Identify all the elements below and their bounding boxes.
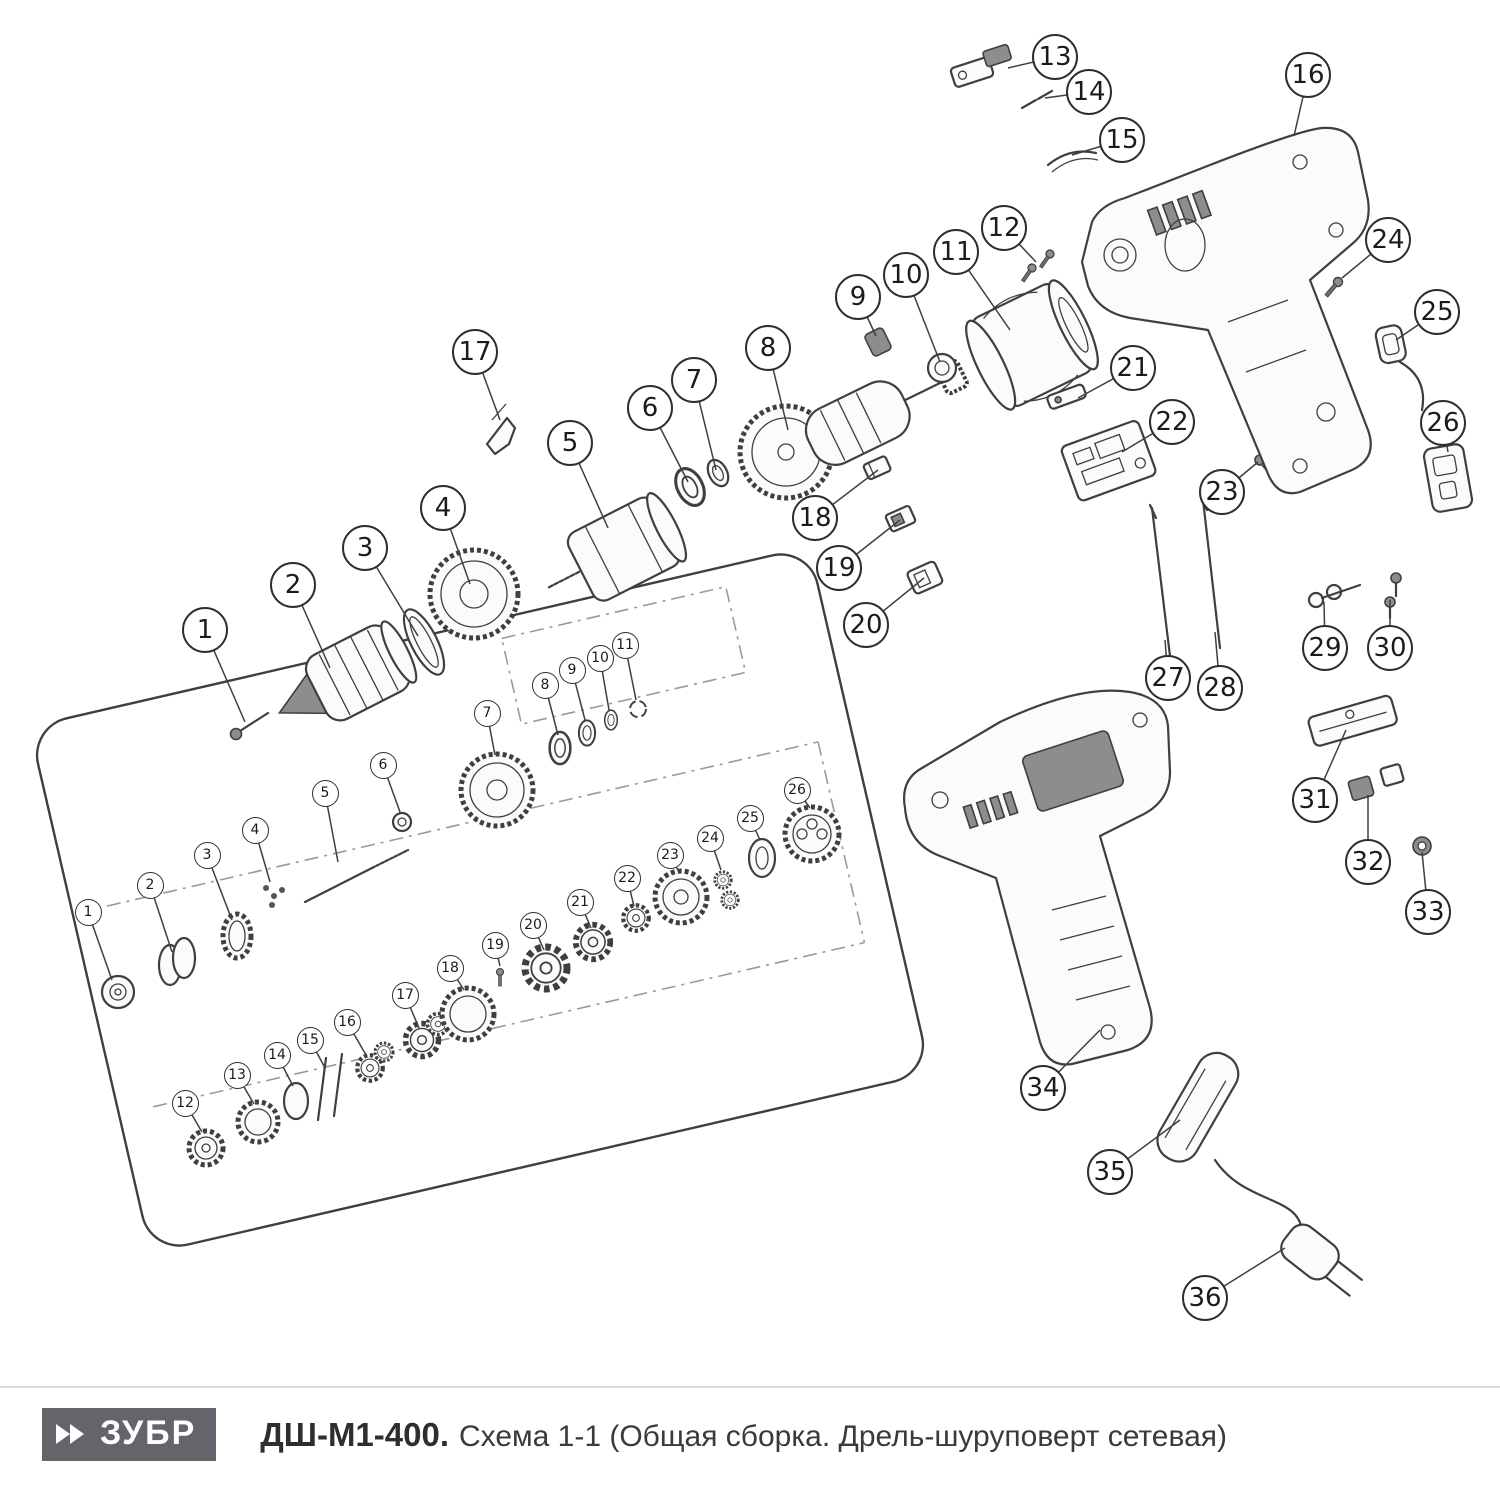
inset-callout-13: 13 bbox=[223, 1061, 251, 1089]
inset-callout-21: 21 bbox=[566, 888, 594, 916]
inset-callout-19: 19 bbox=[481, 931, 509, 959]
callout-1: 1 bbox=[182, 607, 228, 653]
diagram-subtitle: Схема 1-1 (Общая сборка. Дрель-шуруповер… bbox=[459, 1419, 1228, 1453]
inset-callout-23: 23 bbox=[656, 841, 684, 869]
inset-callout-1: 1 bbox=[74, 898, 102, 926]
diagram-model: ДШ-М1-400. bbox=[260, 1415, 449, 1453]
inset-callout-2: 2 bbox=[136, 871, 164, 899]
inset-callout-17: 17 bbox=[391, 981, 419, 1009]
inset-callout-8: 8 bbox=[531, 671, 559, 699]
callout-34: 34 bbox=[1020, 1065, 1066, 1111]
callout-31: 31 bbox=[1292, 777, 1338, 823]
callout-24: 24 bbox=[1365, 217, 1411, 263]
inset-balls bbox=[263, 885, 285, 908]
callout-32: 32 bbox=[1345, 839, 1391, 885]
trigger-switch bbox=[1422, 443, 1474, 513]
callout-7: 7 bbox=[671, 357, 717, 403]
inset-callout-16: 16 bbox=[333, 1008, 361, 1036]
callout-33: 33 bbox=[1405, 889, 1451, 935]
inset-callout-9: 9 bbox=[558, 656, 586, 684]
inset-box bbox=[35, 553, 925, 1247]
chuck bbox=[277, 620, 418, 722]
chuck-screw bbox=[229, 711, 270, 741]
callout-11: 11 bbox=[933, 229, 979, 275]
callout-36: 36 bbox=[1182, 1275, 1228, 1321]
callout-23: 23 bbox=[1199, 469, 1245, 515]
callout-16: 16 bbox=[1285, 52, 1331, 98]
inset-callout-3: 3 bbox=[193, 841, 221, 869]
power-plug bbox=[1280, 1223, 1363, 1297]
inset-gearbox-housing bbox=[458, 751, 536, 829]
callout-30: 30 bbox=[1367, 625, 1413, 671]
diagram-title: ДШ-М1-400. Схема 1-1 (Общая сборка. Дрель… bbox=[260, 1416, 1227, 1454]
inset-callout-26: 26 bbox=[783, 776, 811, 804]
inset-callout-6: 6 bbox=[369, 751, 397, 779]
inset-callout-14: 14 bbox=[263, 1041, 291, 1069]
callout-8: 8 bbox=[745, 325, 791, 371]
callout-22: 22 bbox=[1149, 399, 1195, 445]
callout-21: 21 bbox=[1110, 345, 1156, 391]
brand-name: ЗУБР bbox=[100, 1414, 197, 1452]
brush-holder-cap bbox=[949, 43, 1012, 88]
callout-15: 15 bbox=[1099, 117, 1145, 163]
inset-callout-15: 15 bbox=[296, 1026, 324, 1054]
callout-20: 20 bbox=[843, 602, 889, 648]
callout-5: 5 bbox=[547, 420, 593, 466]
inset-callout-5: 5 bbox=[311, 779, 339, 807]
callout-25: 25 bbox=[1414, 289, 1460, 335]
armature bbox=[737, 359, 969, 501]
callout-2: 2 bbox=[270, 562, 316, 608]
inset-bearing bbox=[100, 974, 136, 1010]
callout-12: 12 bbox=[981, 205, 1027, 251]
callout-3: 3 bbox=[342, 525, 388, 571]
callout-18: 18 bbox=[792, 495, 838, 541]
inset-callout-11: 11 bbox=[611, 631, 639, 659]
inset-callout-12: 12 bbox=[171, 1089, 199, 1117]
callout-10: 10 bbox=[883, 252, 929, 298]
inset-clutch-plate bbox=[782, 804, 842, 864]
inset-callout-20: 20 bbox=[519, 911, 547, 939]
housing-right-shell bbox=[1080, 126, 1372, 495]
zubr-arrow-icon bbox=[56, 1421, 90, 1447]
power-cord bbox=[1213, 1158, 1304, 1234]
callout-17: 17 bbox=[452, 329, 498, 375]
inset-callout-10: 10 bbox=[586, 644, 614, 672]
callout-14: 14 bbox=[1066, 69, 1112, 115]
callout-28: 28 bbox=[1197, 665, 1243, 711]
housing-left-shell bbox=[903, 689, 1172, 1066]
callout-26: 26 bbox=[1420, 400, 1466, 446]
callout-27: 27 bbox=[1145, 655, 1191, 701]
callout-19: 19 bbox=[816, 545, 862, 591]
inset-callout-24: 24 bbox=[696, 824, 724, 852]
callout-4: 4 bbox=[420, 485, 466, 531]
inset-callout-22: 22 bbox=[613, 864, 641, 892]
callout-9: 9 bbox=[835, 274, 881, 320]
inset-callout-7: 7 bbox=[473, 699, 501, 727]
footer: ЗУБР ДШ-М1-400. Схема 1-1 (Общая сборка. … bbox=[0, 1386, 1500, 1461]
zubr-logo: ЗУБР bbox=[42, 1408, 217, 1461]
linkage bbox=[1307, 572, 1402, 620]
inset-callout-18: 18 bbox=[436, 954, 464, 982]
callout-35: 35 bbox=[1087, 1149, 1133, 1195]
inset-callout-25: 25 bbox=[736, 804, 764, 832]
callout-6: 6 bbox=[627, 385, 673, 431]
inset-callout-4: 4 bbox=[241, 816, 269, 844]
callout-13: 13 bbox=[1032, 34, 1078, 80]
callout-29: 29 bbox=[1302, 625, 1348, 671]
